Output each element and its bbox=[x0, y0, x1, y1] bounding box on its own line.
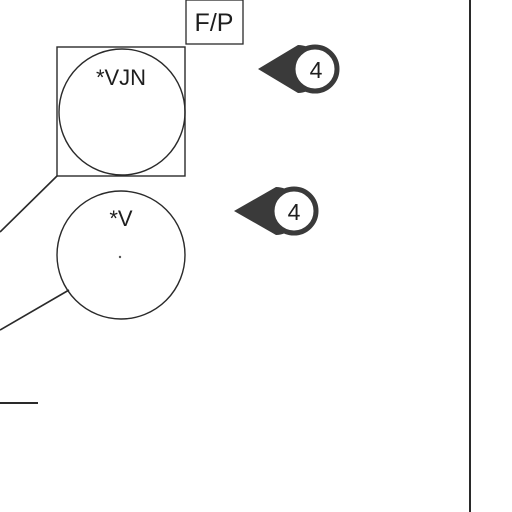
symbol-vjn: *VJN bbox=[56, 46, 186, 177]
callout-bubble-1: 4 bbox=[258, 44, 340, 94]
fp-label-box: F/P bbox=[185, 0, 244, 45]
callout-2-circle bbox=[269, 186, 319, 236]
callout-1-number: 4 bbox=[310, 57, 323, 83]
callout-bubble-2: 4 bbox=[234, 186, 319, 236]
symbol-vjn-circle bbox=[58, 48, 186, 176]
fp-box-frame bbox=[185, 0, 244, 45]
connector-line-upper bbox=[0, 175, 58, 233]
callout-1-circle bbox=[290, 44, 340, 94]
callout-2-number: 4 bbox=[288, 199, 301, 225]
symbol-v: *V bbox=[56, 190, 186, 320]
symbol-v-center-dot bbox=[118, 255, 122, 259]
symbol-vjn-label: *VJN bbox=[96, 65, 146, 90]
fp-label: F/P bbox=[195, 9, 234, 37]
symbol-v-label: *V bbox=[109, 206, 133, 231]
symbol-v-circle bbox=[56, 190, 186, 320]
connector-line-lower bbox=[0, 289, 70, 331]
